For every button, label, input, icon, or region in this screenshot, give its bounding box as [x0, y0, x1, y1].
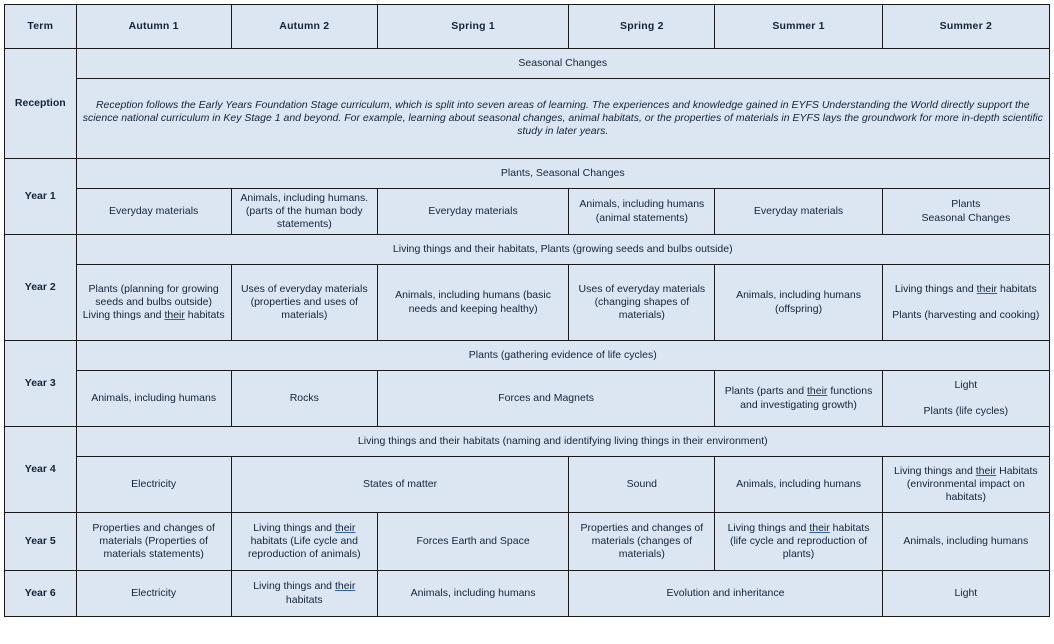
table-cell: Electricity — [75, 570, 232, 617]
table-cell: Uses of everyday materials (properties a… — [230, 264, 378, 341]
row-year3-cells: Animals, including humans Rocks Forces a… — [5, 370, 1051, 427]
row-year2-banner: Year 2 Living things and their habitats,… — [4, 234, 1051, 341]
reception-banner: Seasonal Changes — [75, 48, 1051, 79]
table-cell: Properties and changes of materials (cha… — [568, 512, 716, 571]
table-header-row: Term Autumn 1 Autumn 2 Spring 1 Spring 2… — [4, 4, 1051, 49]
year-label-year5: Year 5 — [4, 512, 77, 571]
year1-banner: Plants, Seasonal Changes — [75, 158, 1051, 189]
table-cell: Rocks — [230, 370, 378, 427]
column-header-spring-2: Spring 2 — [568, 4, 716, 49]
row-year1-banner: Year 1 Plants, Seasonal Changes — [4, 158, 1051, 235]
table-cell: Animals, including humans — [881, 512, 1051, 571]
year-label-year4: Year 4 — [4, 426, 77, 513]
year4-banner: Living things and their habitats (naming… — [75, 426, 1051, 457]
table-cell: Sound — [568, 456, 716, 513]
year-label-year1: Year 1 — [4, 158, 77, 235]
table-cell: Animals, including humans — [75, 370, 232, 427]
row-year6-cells: Year 6 Electricity Living things and the… — [4, 570, 1051, 617]
table-cell: Forces and Magnets — [376, 370, 716, 427]
year-label-year6: Year 6 — [4, 570, 77, 617]
table-cell: Forces Earth and Space — [376, 512, 570, 571]
table-cell: Living things and their habitats (Life c… — [230, 512, 378, 571]
table-cell: Everyday materials — [714, 188, 883, 235]
column-header-autumn-1: Autumn 1 — [75, 4, 232, 49]
column-header-summer-2: Summer 2 — [881, 4, 1051, 49]
column-header-autumn-2: Autumn 2 — [230, 4, 378, 49]
table-cell: Living things and their habitats (life c… — [714, 512, 883, 571]
table-cell: Properties and changes of materials (Pro… — [75, 512, 232, 571]
table-cell: Animals, including humans (animal statem… — [568, 188, 716, 235]
table-cell: Animals, including humans (basic needs a… — [376, 264, 570, 341]
reception-description: Reception follows the Early Years Founda… — [75, 78, 1051, 159]
table-cell: Animals, including humans (offspring) — [714, 264, 883, 341]
table-cell: Plants (parts and their functions and in… — [714, 370, 883, 427]
table-cell: States of matter — [230, 456, 570, 513]
table-cell: Electricity — [75, 456, 232, 513]
year-label-year2: Year 2 — [4, 234, 77, 341]
table-cell: Living things and their habitats — [230, 570, 378, 617]
table-cell: Everyday materials — [75, 188, 232, 235]
table-cell: Uses of everyday materials (changing sha… — [568, 264, 716, 341]
table-cell: Living things and their Habitats (enviro… — [881, 456, 1051, 513]
year-label-reception: Reception — [4, 48, 77, 159]
table-cell: Light — [881, 570, 1051, 617]
row-year2-cells: Plants (planning for growing seeds and b… — [5, 264, 1051, 341]
row-year4-cells: Electricity States of matter Sound Anima… — [5, 456, 1051, 513]
year3-banner: Plants (gathering evidence of life cycle… — [75, 340, 1051, 371]
row-reception-banner: Reception Seasonal Changes — [4, 48, 1051, 159]
year2-banner: Living things and their habitats, Plants… — [75, 234, 1051, 265]
table-cell: Evolution and inheritance — [568, 570, 883, 617]
table-cell: Plants (planning for growing seeds and b… — [75, 264, 232, 341]
row-year4-banner: Year 4 Living things and their habitats … — [4, 426, 1051, 513]
column-header-term: Term — [4, 4, 77, 49]
table-cell: Animals, including humans. (parts of the… — [230, 188, 378, 235]
table-cell: Animals, including humans — [714, 456, 883, 513]
row-year5-cells: Year 5 Properties and changes of materia… — [4, 512, 1051, 571]
column-header-summer-1: Summer 1 — [714, 4, 883, 49]
table-cell: Animals, including humans — [376, 570, 570, 617]
row-year1-cells: Everyday materials Animals, including hu… — [5, 188, 1051, 235]
row-year3-banner: Year 3 Plants (gathering evidence of lif… — [4, 340, 1051, 427]
science-curriculum-table: Term Autumn 1 Autumn 2 Spring 1 Spring 2… — [4, 4, 1051, 617]
table-cell: Everyday materials — [376, 188, 570, 235]
row-reception-note: Reception follows the Early Years Founda… — [5, 78, 1051, 159]
year-label-year3: Year 3 — [4, 340, 77, 427]
column-header-spring-1: Spring 1 — [376, 4, 570, 49]
